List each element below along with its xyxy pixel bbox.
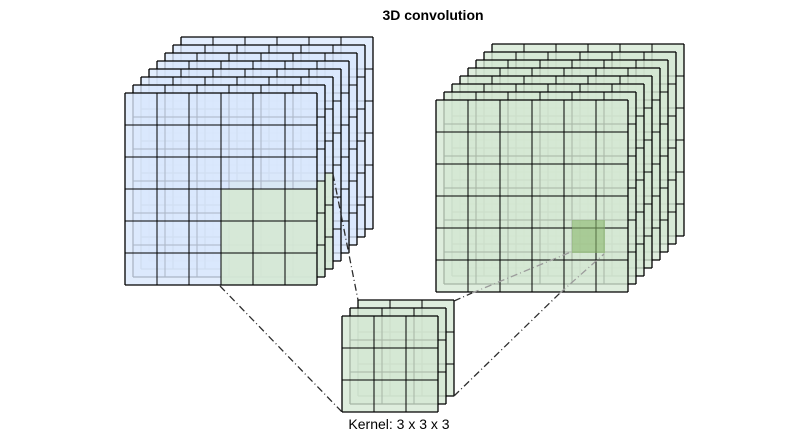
- output-volume-layer: [435, 99, 629, 293]
- kernel-label: Kernel: 3 x 3 x 3: [348, 416, 450, 432]
- input-volume: [124, 36, 374, 286]
- kernel-to-output-bottom: [453, 253, 605, 397]
- connector-segment: [453, 292, 473, 302]
- input-to-kernel-left: [219, 285, 343, 413]
- connector-segment: [471, 251, 572, 294]
- output-highlight-cell: [572, 220, 605, 253]
- diagram-title: 3D convolution: [382, 7, 484, 23]
- kernel-volume-layer: [341, 315, 439, 413]
- connector-segment: [559, 253, 605, 294]
- connector-segment: [219, 285, 343, 413]
- kernel-receptive-field: [221, 189, 317, 285]
- output-volume: [435, 43, 685, 293]
- kernel-to-output-top: [453, 251, 572, 302]
- connector-segment: [453, 292, 561, 397]
- input-volume-layer: [124, 92, 318, 286]
- kernel-volume: [341, 299, 455, 413]
